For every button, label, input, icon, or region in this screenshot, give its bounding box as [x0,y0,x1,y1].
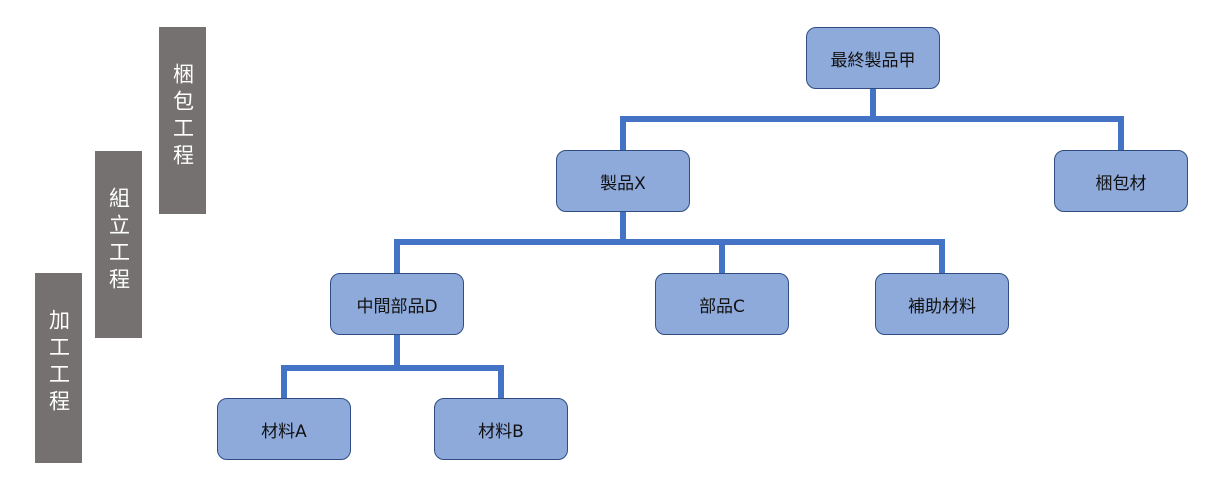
stage-processing-label: 加工工程 [46,309,71,417]
node-final-product: 最終製品甲 [806,27,940,89]
stage-processing: 加工工程 [35,273,82,463]
node-part-c: 部品C [655,273,789,335]
node-product-x: 製品X [556,150,690,212]
node-material-a: 材料A [217,398,351,460]
node-auxiliary-material: 補助材料 [875,273,1009,335]
node-intermediate-d: 中間部品D [330,273,464,335]
stage-assembly-label: 組立工程 [106,187,131,295]
node-material-b: 材料B [434,398,568,460]
stage-packaging: 梱包工程 [159,27,206,214]
stage-packaging-label: 梱包工程 [170,63,195,171]
node-packing-material: 梱包材 [1054,150,1188,212]
stage-assembly: 組立工程 [95,151,142,338]
